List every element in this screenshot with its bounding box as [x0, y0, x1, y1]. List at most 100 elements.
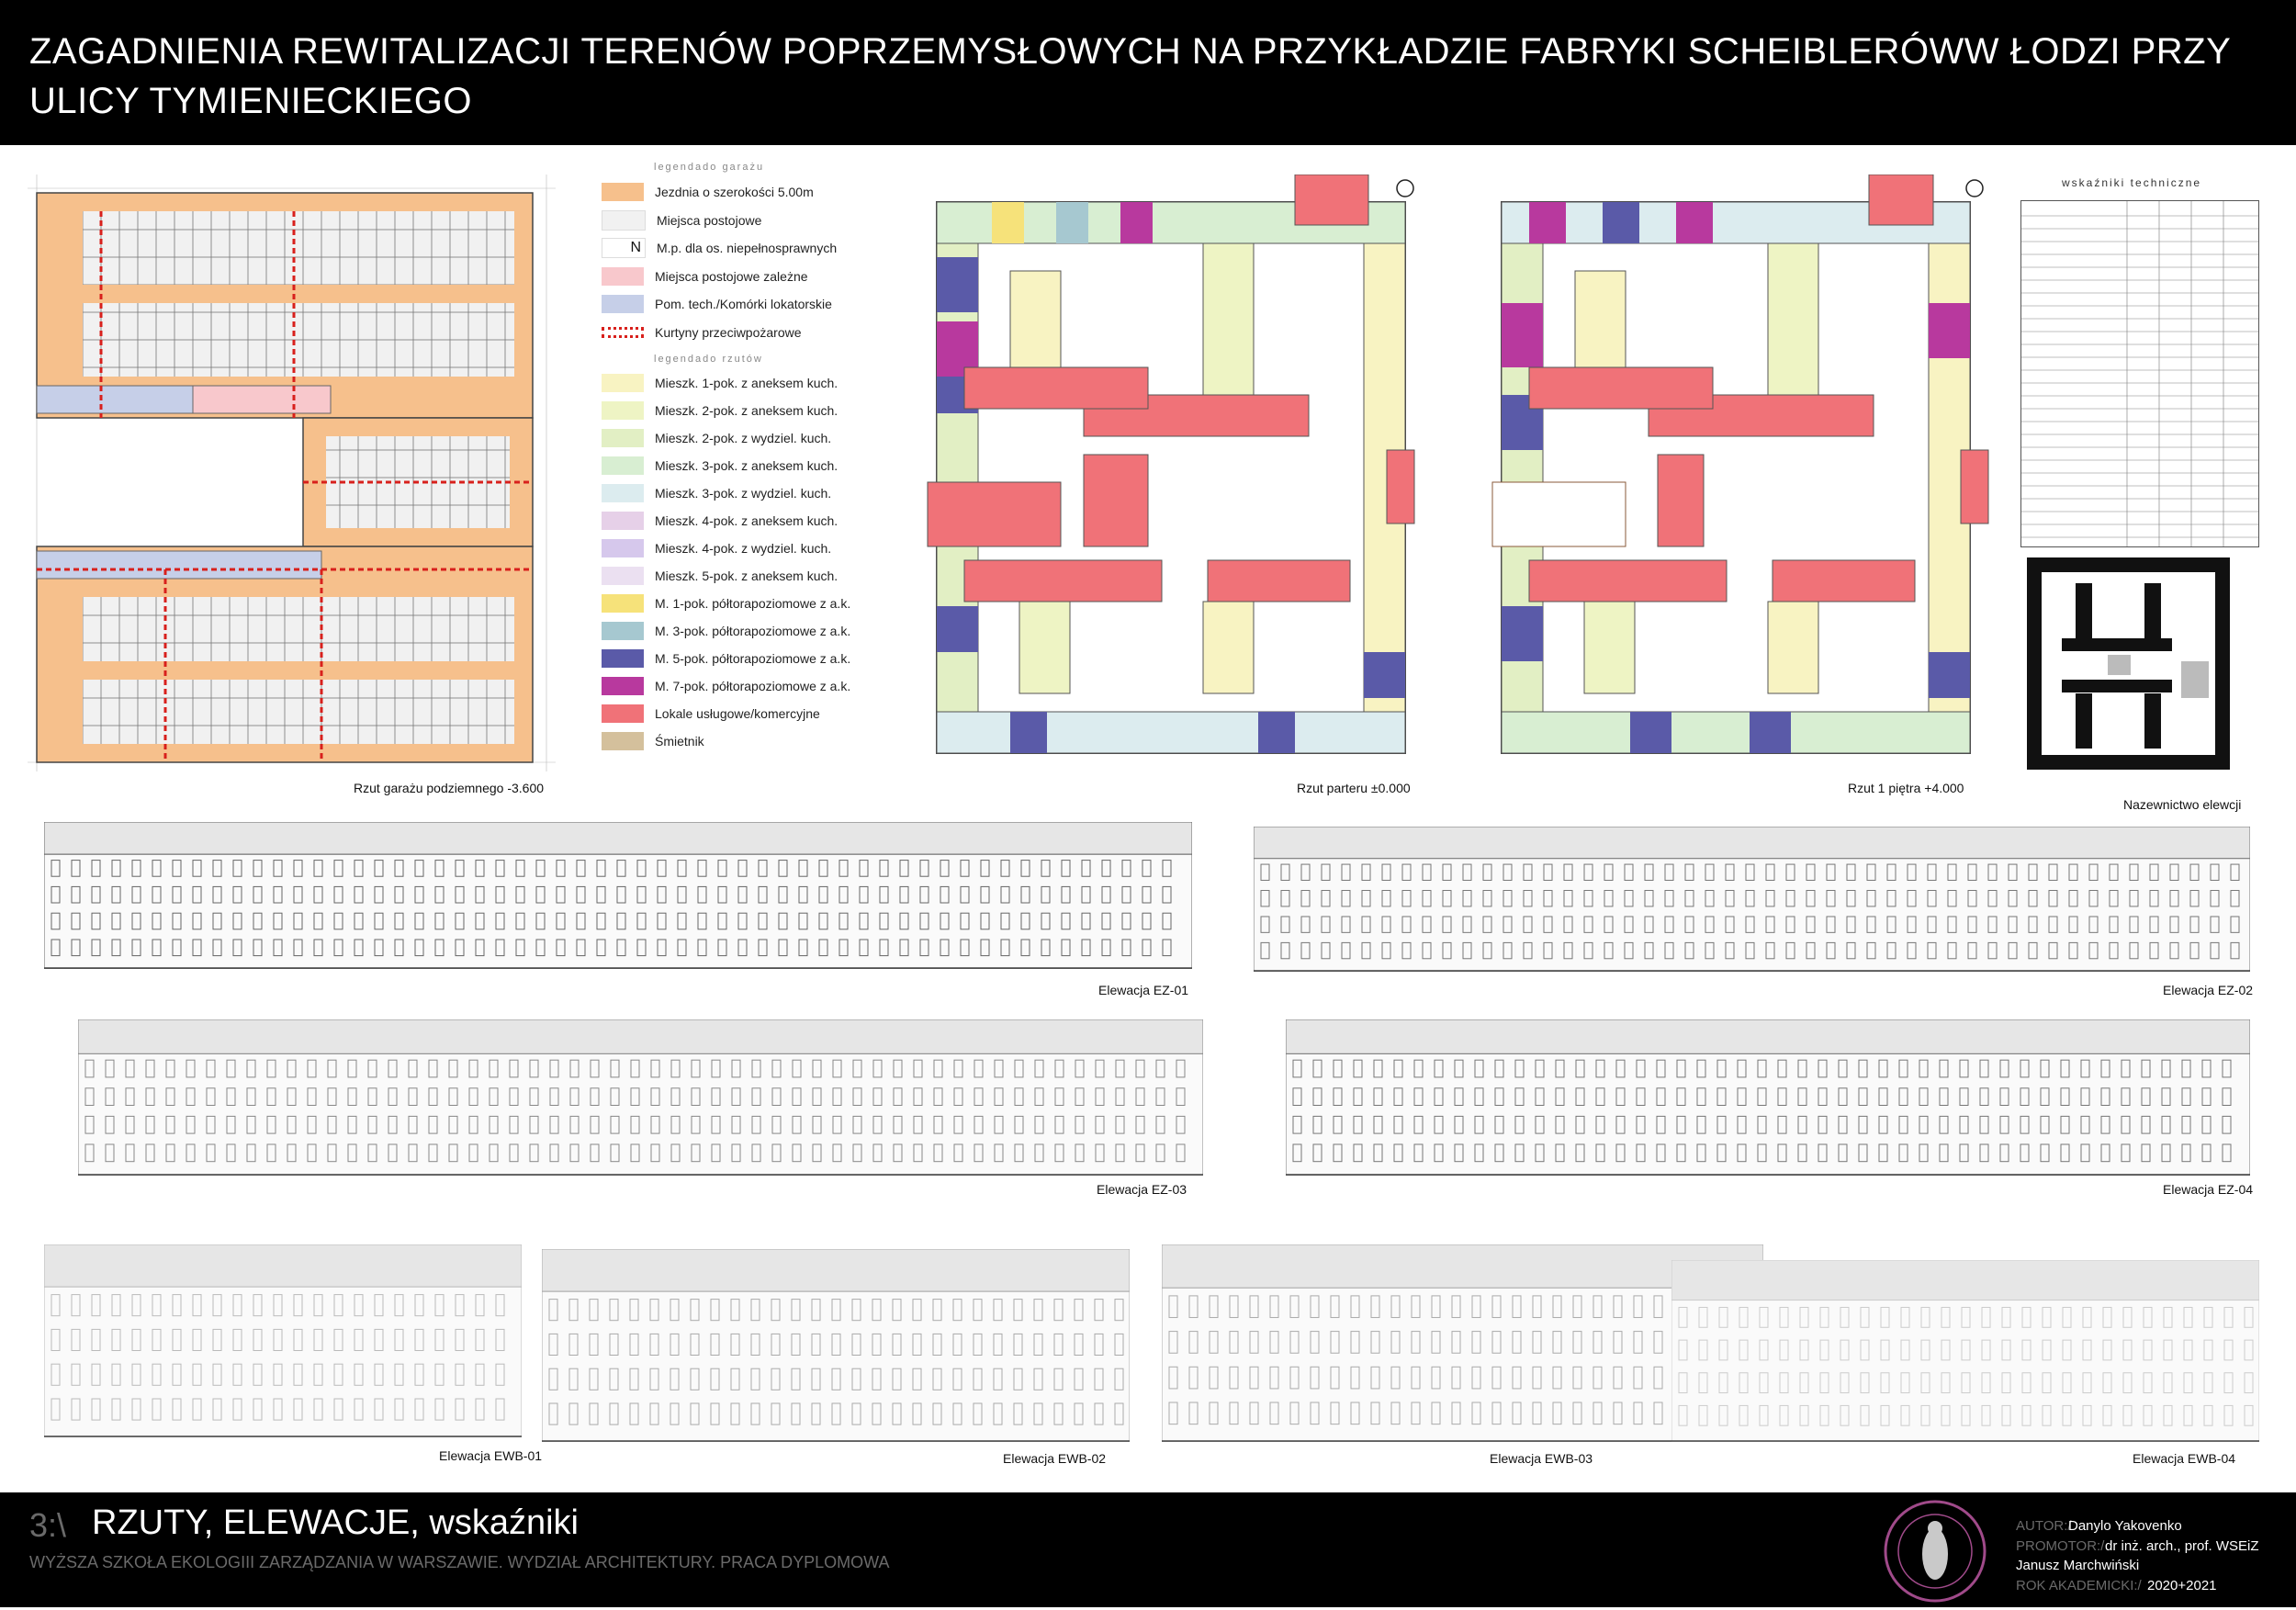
- legend-label: M. 3-pok. półtorapoziomowe z a.k.: [655, 624, 851, 638]
- legend-swatch: [602, 649, 644, 668]
- plans-legend-item: M. 3-pok. półtorapoziomowe z a.k.: [602, 621, 850, 641]
- garage-legend-item: Pom. tech./Komórki lokatorskie: [602, 294, 832, 314]
- section-number: 3:\: [29, 1506, 67, 1544]
- footer-bar: 3:\ RZUTY, ELEWACJE, wskaźniki WYŻSZA SZ…: [0, 1492, 2296, 1607]
- page-title-line2: ULICY TYMIENIECKIEGO: [29, 81, 472, 121]
- legend-label: Mieszk. 2-pok. z wydziel. kuch.: [655, 431, 832, 445]
- elevation-ez03-caption: Elewacja EZ-03: [1097, 1182, 1187, 1197]
- first-floor-caption: Rzut 1 piętra +4.000: [1848, 781, 1964, 795]
- legend-label: Jezdnia o szerokości 5.00m: [655, 185, 814, 199]
- legend-swatch: [602, 326, 644, 338]
- legend-label: Mieszk. 4-pok. z aneksem kuch.: [655, 513, 838, 528]
- legend-swatch: [602, 567, 644, 585]
- first-floor-plan: [1474, 174, 1998, 771]
- plans-legend-item: M. 1-pok. półtorapoziomowe z a.k.: [602, 593, 850, 614]
- plans-legend-item: Mieszk. 2-pok. z aneksem kuch.: [602, 400, 838, 421]
- elevation-ez04-caption: Elewacja EZ-04: [2163, 1182, 2254, 1197]
- garage-legend-item: Miejsca postojowe: [602, 209, 761, 231]
- elevation-drawing: [78, 1019, 1203, 1176]
- ground-floor-plan: [909, 174, 1424, 771]
- elevation-drawing: [1162, 1244, 1763, 1442]
- plans-legend-item: Mieszk. 5-pok. z aneksem kuch.: [602, 566, 838, 586]
- school-line: WYŻSZA SZKOŁA EKOLOGIII ZARZĄDZANIA W WA…: [29, 1553, 890, 1571]
- stats-heading: wskaźniki techniczne: [2062, 176, 2202, 189]
- plans-legend-item: Mieszk. 1-pok. z aneksem kuch.: [602, 373, 838, 393]
- legend-label: M.p. dla os. niepełnosprawnych: [657, 241, 838, 255]
- legend-swatch: [602, 295, 644, 313]
- garage-legend-heading: legendado garażu: [654, 162, 765, 173]
- plans-legend-item: M. 7-pok. półtorapoziomowe z a.k.: [602, 676, 850, 696]
- plans-legend-item: Mieszk. 4-pok. z wydziel. kuch.: [602, 538, 831, 558]
- legend-swatch: [602, 732, 644, 750]
- elevation-naming-diagram: [2025, 556, 2232, 776]
- legend-label: M. 5-pok. półtorapoziomowe z a.k.: [655, 651, 851, 666]
- legend-swatch: [602, 594, 644, 613]
- technical-indicators-table: [2020, 200, 2259, 547]
- legend-swatch: [602, 401, 644, 420]
- legend-swatch: [602, 539, 644, 557]
- page-title-line1: ZAGADNIENIA REWITALIZACJI TERENÓW POPRZE…: [29, 31, 2232, 72]
- legend-label: Kurtyny przeciwpożarowe: [655, 324, 802, 340]
- promotor-name-2: Janusz Marchwiński: [2016, 1558, 2140, 1573]
- legend-swatch: N: [602, 238, 646, 258]
- legend-label: Pom. tech./Komórki lokatorskie: [655, 297, 832, 311]
- legend-label: Mieszk. 1-pok. z aneksem kuch.: [655, 376, 838, 390]
- elevation-naming-caption: Nazewnictwo elewcji: [2123, 797, 2242, 812]
- academic-year: 2020+2021: [2147, 1578, 2217, 1593]
- legend-label: Mieszk. 3-pok. z aneksem kuch.: [655, 458, 838, 473]
- elevation-ewb01-caption: Elewacja EWB-01: [439, 1448, 543, 1463]
- legend-label: M. 7-pok. półtorapoziomowe z a.k.: [655, 679, 851, 693]
- elevation-drawing: [1286, 1019, 2250, 1176]
- plans-legend-item: Mieszk. 3-pok. z wydziel. kuch.: [602, 483, 831, 503]
- legend-symbol: N: [630, 240, 641, 255]
- elevation-drawing: [542, 1249, 1130, 1442]
- section-title: RZUTY, ELEWACJE, wskaźniki: [92, 1503, 579, 1542]
- legend-swatch: [602, 677, 644, 695]
- garage-legend-item: Jezdnia o szerokości 5.00m: [602, 182, 814, 202]
- author-label: AUTOR:/: [2016, 1518, 2072, 1534]
- elevation-ez02-caption: Elewacja EZ-02: [2163, 983, 2254, 997]
- elevation-ewb02-caption: Elewacja EWB-02: [1003, 1451, 1107, 1466]
- legend-swatch: [602, 484, 644, 502]
- elevation-drawing: [44, 822, 1192, 969]
- school-seal: [1875, 1497, 1995, 1605]
- legend-label: Lokale usługowe/komercyjne: [655, 706, 820, 721]
- legend-label: Mieszk. 3-pok. z wydziel. kuch.: [655, 486, 832, 501]
- garage-plan-caption: Rzut garażu podziemnego -3.600: [354, 781, 545, 795]
- legend-label: Miejsca postojowe zależne: [655, 268, 808, 284]
- year-label: ROK AKADEMICKI:/: [2016, 1578, 2142, 1593]
- plans-legend-item: Mieszk. 2-pok. z wydziel. kuch.: [602, 428, 831, 448]
- elevation-ewb04-caption: Elewacja EWB-04: [2133, 1451, 2236, 1466]
- garage-legend-item: Kurtyny przeciwpożarowe: [602, 322, 802, 343]
- legend-swatch: [602, 374, 644, 392]
- plans-legend-item: Mieszk. 3-pok. z aneksem kuch.: [602, 456, 838, 476]
- legend-swatch: [602, 209, 646, 231]
- promotor-label: PROMOTOR:/: [2016, 1538, 2105, 1554]
- promotor-name: dr inż. arch., prof. WSEiZ: [2105, 1538, 2259, 1554]
- legend-swatch: [602, 512, 644, 530]
- legend-label: Mieszk. 2-pok. z aneksem kuch.: [655, 403, 838, 418]
- elevation-ez01-caption: Elewacja EZ-01: [1098, 983, 1189, 997]
- legend-swatch: [602, 622, 644, 640]
- elevation-drawing: [1671, 1260, 2259, 1442]
- plans-legend-item: M. 5-pok. półtorapoziomowe z a.k.: [602, 648, 850, 669]
- legend-swatch: [602, 704, 644, 723]
- elevation-drawing: [1254, 827, 2250, 972]
- elevation-drawing: [44, 1244, 522, 1437]
- legend-label: Mieszk. 5-pok. z aneksem kuch.: [655, 569, 838, 583]
- garage-legend-item: N M.p. dla os. niepełnosprawnych: [602, 238, 837, 258]
- legend-swatch: [602, 183, 644, 201]
- legend-label: Mieszk. 4-pok. z wydziel. kuch.: [655, 541, 832, 556]
- header-bar: ZAGADNIENIA REWITALIZACJI TERENÓW POPRZE…: [0, 0, 2296, 145]
- legend-swatch: [602, 429, 644, 447]
- garage-legend-item: Miejsca postojowe zależne: [602, 266, 808, 287]
- legend-swatch: [602, 266, 644, 286]
- legend-label: Śmietnik: [655, 734, 704, 749]
- plans-legend-item: Mieszk. 4-pok. z aneksem kuch.: [602, 511, 838, 531]
- legend-label: M. 1-pok. półtorapoziomowe z a.k.: [655, 596, 851, 611]
- plans-legend-item: Lokale usługowe/komercyjne: [602, 704, 820, 724]
- plans-legend-item: Śmietnik: [602, 731, 704, 751]
- elevation-ewb03-caption: Elewacja EWB-03: [1490, 1451, 1593, 1466]
- plans-legend-heading: legendado rzutów: [654, 354, 763, 365]
- garage-plan: [28, 175, 556, 771]
